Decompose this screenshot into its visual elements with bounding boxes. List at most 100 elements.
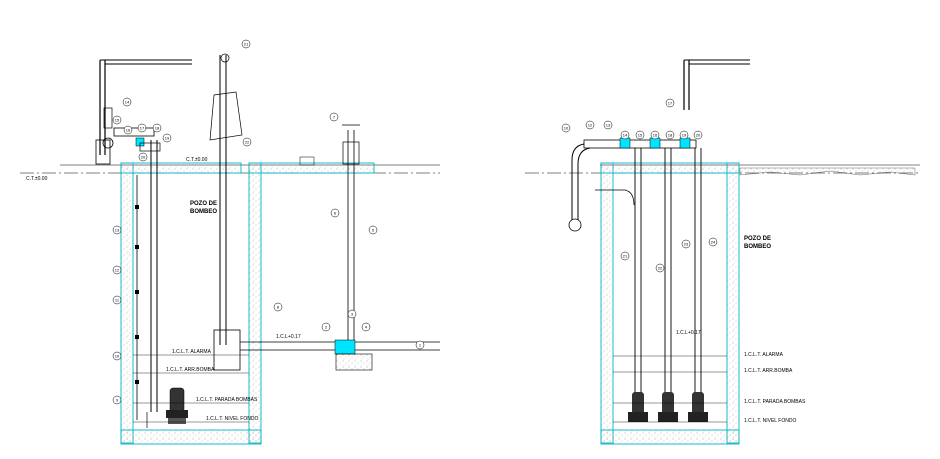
manifold-pipe <box>583 139 697 149</box>
manifold-valve-3 <box>679 137 691 149</box>
right-callout-number: 15 <box>638 132 643 137</box>
riser-1 <box>634 148 642 395</box>
check-valve <box>103 107 113 129</box>
right-callout-number: 16 <box>653 132 658 137</box>
right-callout-number: 12 <box>588 122 593 127</box>
right-callout-bubble <box>679 130 689 140</box>
right-title-line1: POZO DE <box>744 236 771 242</box>
riser-3 <box>694 148 702 395</box>
left-callout-number: 22 <box>245 139 250 144</box>
right-level-stop: 1.C.L.T. PARADA BOMBAS <box>744 399 806 405</box>
right-well-top <box>600 162 740 174</box>
valve-support-block <box>335 353 373 371</box>
top-level-label: C.T.±0.00 <box>186 157 208 163</box>
left-callout-bubble <box>123 125 133 135</box>
outlet-valve <box>334 339 356 355</box>
right-callout-bubble <box>650 130 660 140</box>
valve-chamber-slab <box>248 162 375 174</box>
right-callout-number: 21 <box>623 253 628 258</box>
left-pipe-level-label: 1.C.L+0.17 <box>276 334 301 340</box>
right-well-bottom <box>600 429 740 445</box>
right-level-bottom: 1.C.L.T. NIVEL FONDO <box>744 418 796 424</box>
soil-fill <box>739 167 916 176</box>
left-section: C.T.±0.00 <box>20 39 440 445</box>
left-level-alarm: 1.C.L.T. ALARMA <box>172 349 212 355</box>
left-callout-number: 5 <box>372 227 375 232</box>
manifold-valve-1 <box>619 137 631 149</box>
left-callout-bubble <box>112 225 122 235</box>
outlet-flange <box>568 218 582 232</box>
left-callout-bubble <box>347 309 357 319</box>
right-well-left-wall <box>600 162 614 444</box>
riser-2 <box>664 148 672 395</box>
outlet-bend-outer <box>571 143 585 220</box>
left-level-bottom: 1.C.L.T. NIVEL FONDO <box>206 416 258 422</box>
left-callout-number: 3 <box>351 311 354 316</box>
right-pump-3 <box>688 392 708 422</box>
outlet-bend-inner <box>577 147 591 220</box>
left-callout-number: 21 <box>244 41 249 46</box>
inlet-elbow <box>595 189 635 206</box>
right-callout-number: 19 <box>682 132 687 137</box>
left-callout-bubble <box>162 133 172 143</box>
control-panel <box>213 329 241 371</box>
right-callout-number: 20 <box>696 132 701 137</box>
right-title-line2: BOMBEO <box>744 244 771 250</box>
pipe-elbow <box>139 142 161 152</box>
left-callout-bubble <box>361 322 371 332</box>
left-callout-number: 6 <box>334 210 337 215</box>
right-callout-bubble <box>681 239 691 249</box>
left-callout-number: 13 <box>115 227 120 232</box>
left-callout-number: 16 <box>126 127 131 132</box>
right-callout-number: 17 <box>668 100 673 105</box>
left-callout-bubble <box>242 137 252 147</box>
left-callout-bubble <box>122 97 132 107</box>
well-top-slab <box>120 162 242 174</box>
right-pump-2 <box>658 392 678 422</box>
left-callout-bubble <box>112 115 122 125</box>
crane-base <box>95 139 111 165</box>
right-callout-bubble <box>655 263 665 273</box>
rail-top-cap <box>220 53 230 63</box>
left-callout-bubble <box>241 39 251 49</box>
discharge-header <box>113 127 155 137</box>
left-callout-number: 7 <box>333 114 336 119</box>
right-well-right-wall <box>726 162 740 444</box>
left-callout-bubble <box>152 123 162 133</box>
right-callout-number: 24 <box>711 239 716 244</box>
right-callout-number: 22 <box>658 265 663 270</box>
left-level-stop: 1.C.L.T. PARADA BOMBAS <box>196 397 258 403</box>
left-callout-bubble <box>138 152 148 162</box>
left-callout-bubble <box>321 322 331 332</box>
ladder-anchors <box>135 205 139 384</box>
right-callout-bubble <box>620 130 630 140</box>
right-callout-number: 14 <box>623 132 628 137</box>
left-callout-bubble <box>415 340 425 350</box>
ground-level-label: C.T.±0.00 <box>26 176 48 182</box>
manifold-valve-2 <box>649 137 661 149</box>
left-title-line2: BOMBEO <box>190 209 217 215</box>
left-callout-number: 8 <box>277 304 280 309</box>
right-callout-number: 10 <box>564 125 569 130</box>
left-callout-number: 10 <box>115 353 120 358</box>
right-callout-bubble <box>693 130 703 140</box>
right-callout-bubble <box>665 130 675 140</box>
left-level-start: 1.C.L.T. ARR.BOMBA <box>166 367 215 373</box>
right-level-start: 1.C.L.T. ARR.BOMBA <box>744 368 793 374</box>
left-callout-bubble <box>112 295 122 305</box>
right-callout-bubble <box>665 98 675 108</box>
well-bottom-slab <box>120 429 262 445</box>
right-callout-number: 18 <box>668 132 673 137</box>
vent-housing <box>342 141 360 165</box>
left-callout-number: 1 <box>419 342 422 347</box>
right-callout-bubble <box>708 237 718 247</box>
submersible-pump <box>166 387 188 424</box>
left-callout-number: 2 <box>325 324 328 329</box>
right-section: POZO DE BOMBEO 1.C.L+0.17 1.C.L.T. ALARM… <box>525 59 920 445</box>
left-callout-number: 15 <box>115 117 120 122</box>
left-callout-number: 14 <box>125 99 130 104</box>
right-callout-bubble <box>635 130 645 140</box>
left-callout-number: 4 <box>365 324 368 329</box>
